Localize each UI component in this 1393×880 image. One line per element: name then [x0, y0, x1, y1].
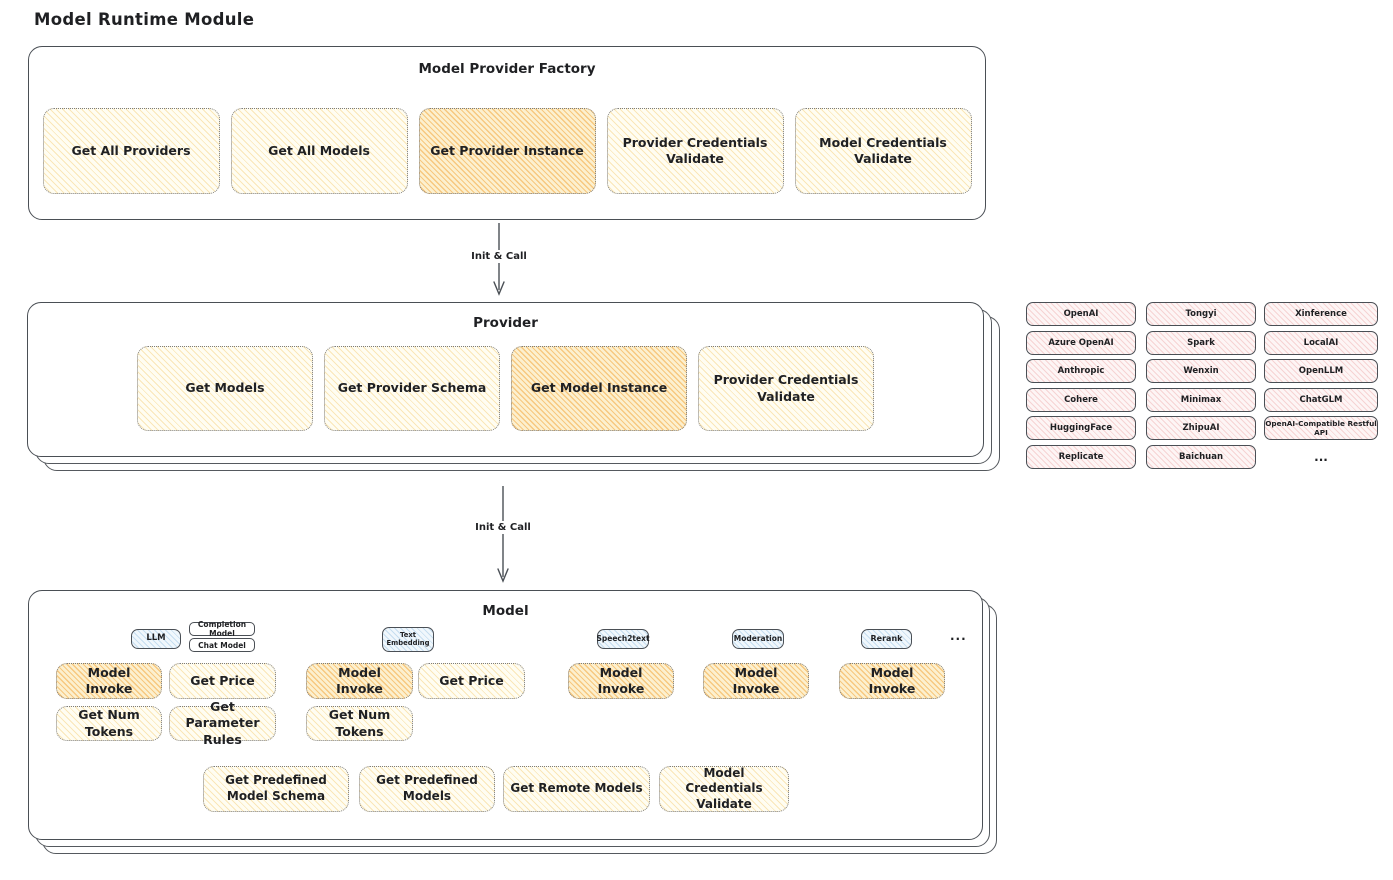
node-get-predefined-models: Get Predefined Models	[359, 766, 495, 812]
model-card: Model LLM Completion Model Chat Model Te…	[28, 590, 983, 840]
tag-chat-model: Chat Model	[189, 638, 255, 652]
provider-card-title: Provider	[473, 315, 538, 331]
node-llm-get-parameter-rules: Get Parameter Rules	[169, 699, 276, 747]
node-model-credentials-validate-2: Model Credentials Validate	[659, 766, 789, 812]
node-get-remote-models: Get Remote Models	[503, 766, 650, 812]
tag-moderation: Moderation	[732, 629, 784, 649]
provider-anthropic: Anthropic	[1026, 359, 1136, 384]
provider-replicate: Replicate	[1026, 444, 1136, 469]
node-get-all-providers: Get All Providers	[42, 108, 220, 194]
node-get-models: Get Models	[137, 346, 313, 431]
node-get-all-models: Get All Models	[230, 108, 408, 194]
provider-grid-col-1: OpenAI Azure OpenAI Anthropic Cohere Hug…	[1026, 302, 1136, 469]
provider-baichuan: Baichuan	[1146, 444, 1256, 469]
node-speech2text-model-invoke: Model Invoke	[568, 663, 674, 699]
provider-openai: OpenAI	[1026, 302, 1136, 326]
factory-card-title: Model Provider Factory	[418, 61, 596, 77]
node-embedding-get-price: Get Price	[418, 663, 525, 699]
factory-card: Model Provider Factory Get All Providers…	[28, 46, 986, 220]
node-llm-get-price: Get Price	[169, 663, 276, 699]
provider-tongyi: Tongyi	[1146, 302, 1256, 326]
node-provider-credentials-validate-2: Provider Credentials Validate	[698, 346, 874, 431]
node-get-predefined-model-schema: Get Predefined Model Schema	[203, 766, 349, 812]
model-card-title: Model	[482, 603, 529, 619]
provider-huggingface: HuggingFace	[1026, 416, 1136, 441]
provider-xinference: Xinference	[1264, 302, 1378, 326]
node-get-model-instance: Get Model Instance	[511, 346, 687, 431]
provider-azure-openai: Azure OpenAI	[1026, 330, 1136, 355]
provider-grid-ellipsis: ...	[1314, 449, 1328, 464]
factory-button-row: Get All Providers Get All Models Get Pro…	[29, 108, 985, 194]
node-rerank-model-invoke: Model Invoke	[839, 663, 945, 699]
provider-chatglm: ChatGLM	[1264, 387, 1378, 412]
node-embedding-get-num-tokens: Get Num Tokens	[306, 706, 413, 741]
tag-rerank: Rerank	[861, 629, 912, 649]
node-provider-credentials-validate: Provider Credentials Validate	[606, 108, 784, 194]
provider-zhipuai: ZhipuAI	[1146, 416, 1256, 441]
provider-grid-col-2: Tongyi Spark Wenxin Minimax ZhipuAI Baic…	[1146, 302, 1256, 469]
model-tags-ellipsis: ...	[950, 629, 967, 643]
tag-completion-model: Completion Model	[189, 620, 255, 638]
page-title: Model Runtime Module	[34, 10, 255, 29]
provider-spark: Spark	[1146, 330, 1256, 355]
node-model-credentials-validate: Model Credentials Validate	[794, 108, 972, 194]
tag-speech2text: Speech2text	[596, 629, 650, 649]
provider-wenxin: Wenxin	[1146, 359, 1256, 384]
node-llm-get-num-tokens: Get Num Tokens	[56, 706, 162, 741]
provider-localai: LocalAI	[1264, 330, 1378, 355]
node-embedding-model-invoke: Model Invoke	[306, 663, 413, 699]
arrow-provider-to-model	[497, 486, 509, 583]
tag-text-embedding: Text Embedding	[382, 627, 434, 652]
provider-grid-col-3: Xinference LocalAI OpenLLM ChatGLM OpenA…	[1264, 302, 1378, 469]
node-moderation-model-invoke: Model Invoke	[703, 663, 809, 699]
provider-openllm: OpenLLM	[1264, 359, 1378, 384]
node-get-provider-instance: Get Provider Instance	[418, 108, 596, 194]
provider-minimax: Minimax	[1146, 387, 1256, 412]
provider-cohere: Cohere	[1026, 387, 1136, 412]
provider-openai-compatible: OpenAI-Compatible Restful API	[1264, 416, 1378, 441]
node-get-provider-schema: Get Provider Schema	[324, 346, 500, 431]
node-llm-model-invoke: Model Invoke	[56, 663, 162, 699]
tag-llm: LLM	[131, 629, 181, 649]
arrow-label-init-call-2: Init & Call	[463, 521, 543, 534]
provider-button-row: Get Models Get Provider Schema Get Model…	[28, 346, 983, 431]
arrow-label-init-call-1: Init & Call	[459, 250, 539, 263]
provider-card: Provider Get Models Get Provider Schema …	[27, 302, 984, 457]
